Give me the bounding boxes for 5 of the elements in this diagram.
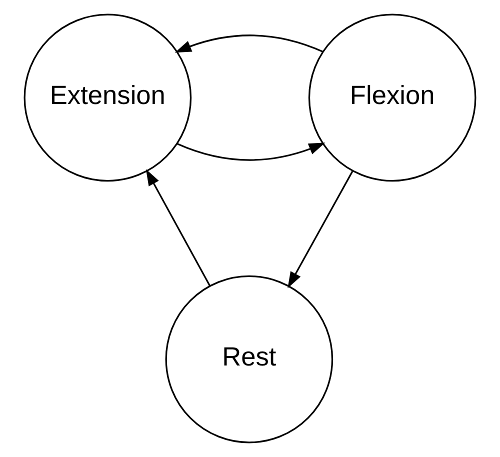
arrow bbox=[174, 34, 324, 53]
arrow bbox=[288, 170, 354, 288]
node-circle: Rest bbox=[165, 275, 334, 444]
arrow bbox=[146, 169, 210, 286]
arrow bbox=[176, 142, 326, 161]
